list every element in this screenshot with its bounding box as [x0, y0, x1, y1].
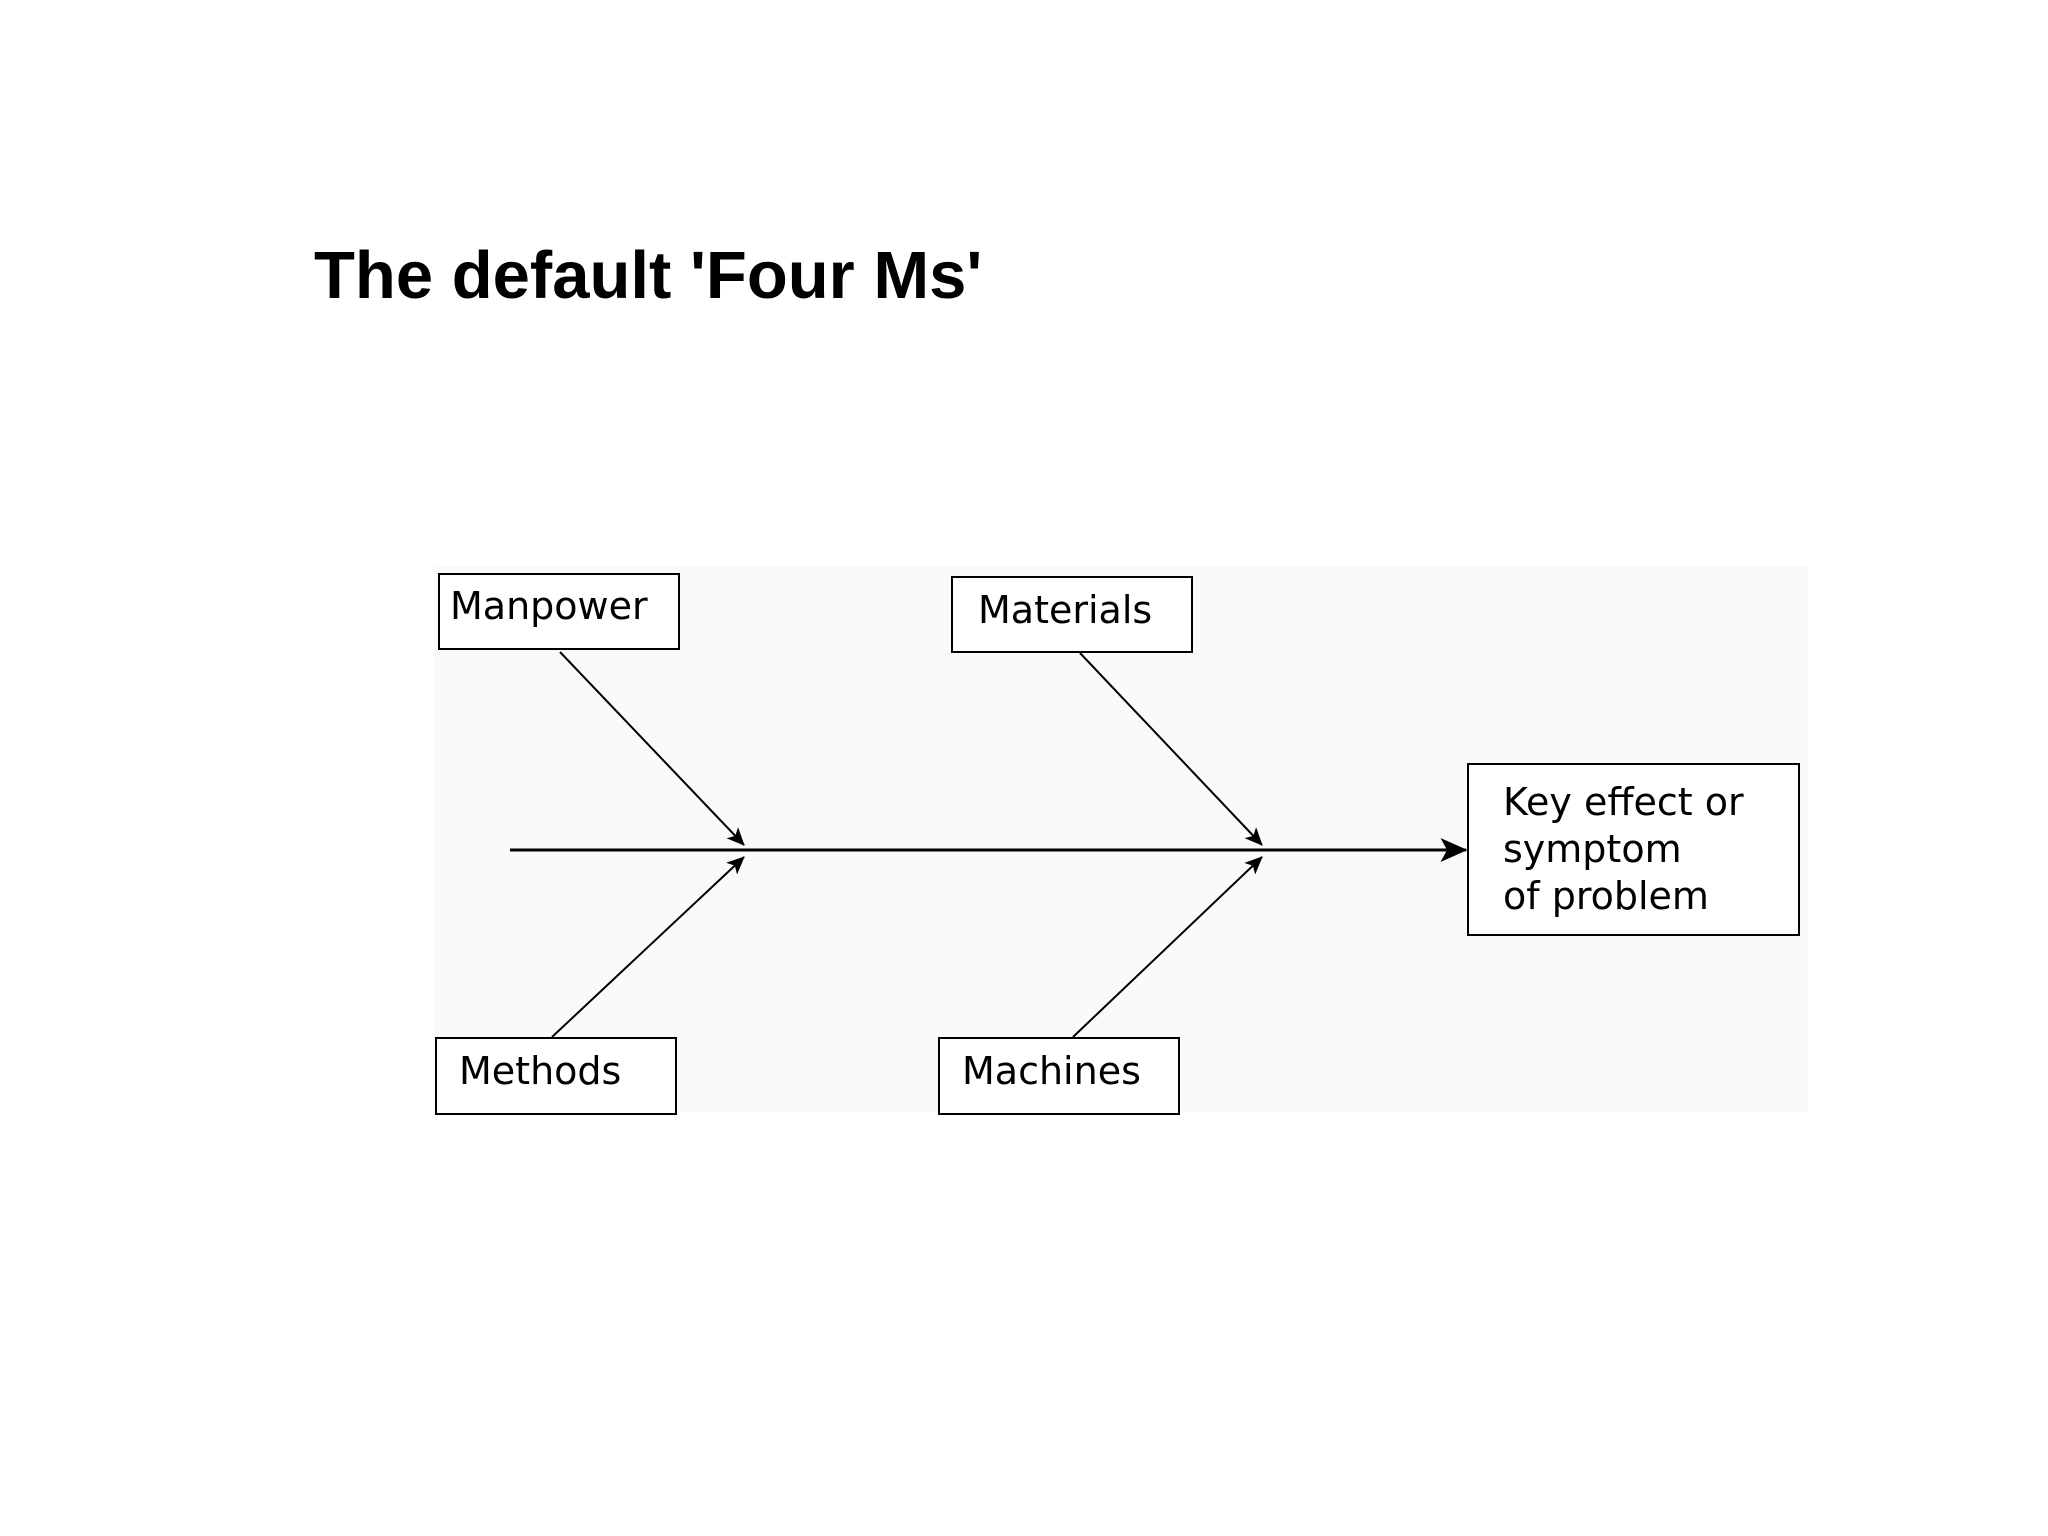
cause-label-manpower: Manpower: [450, 584, 648, 628]
branch-manpower-line: [559, 651, 745, 846]
slide-title: The default 'Four Ms': [314, 238, 983, 313]
effect-line-3: of problem: [1503, 874, 1709, 918]
branch-materials-line: [1079, 652, 1263, 846]
effect-line-2: symptom: [1503, 827, 1682, 871]
cause-label-machines: Machines: [962, 1049, 1141, 1093]
effect-box: Key effect or symptom of problem: [1467, 763, 1800, 936]
cause-label-methods: Methods: [459, 1049, 622, 1093]
cause-box-methods: Methods: [435, 1037, 677, 1115]
cause-box-manpower: Manpower: [438, 573, 680, 650]
cause-box-machines: Machines: [938, 1037, 1180, 1115]
effect-line-1: Key effect or: [1503, 780, 1744, 824]
cause-label-materials: Materials: [978, 588, 1153, 632]
branch-machines-line: [1072, 856, 1263, 1038]
branch-methods-line: [551, 856, 745, 1038]
cause-box-materials: Materials: [951, 576, 1193, 653]
